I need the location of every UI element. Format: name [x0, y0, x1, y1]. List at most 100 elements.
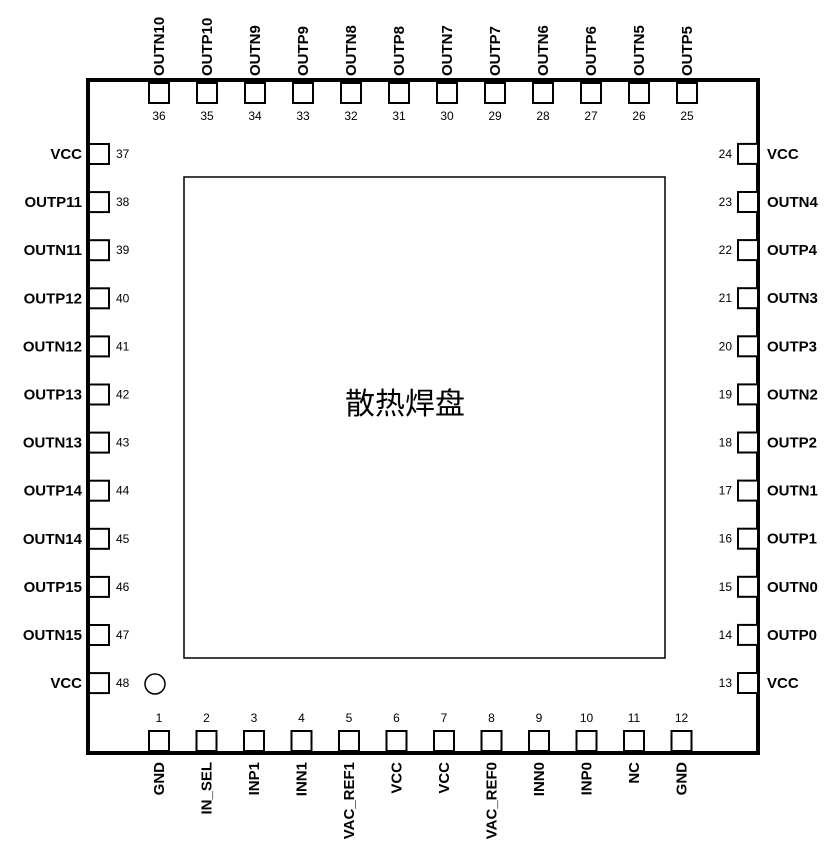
pin-number-36: 36	[152, 109, 166, 123]
pin-pad-43	[88, 431, 110, 454]
pin-number-4: 4	[298, 711, 305, 725]
pin-number-44: 44	[116, 484, 130, 498]
pin-label-41: OUTN12	[23, 338, 82, 355]
pin-number-20: 20	[719, 339, 733, 353]
pin-number-29: 29	[488, 109, 502, 123]
pins-left: 37VCC38OUTP1139OUTN1140OUTP1241OUTN1242O…	[23, 143, 130, 695]
pin-pad-37	[88, 143, 110, 165]
pin-number-35: 35	[200, 109, 214, 123]
pin-pad-10	[575, 730, 598, 752]
pin-pad-12	[670, 730, 693, 752]
pin-label-33: OUTP9	[295, 26, 312, 76]
pin-number-12: 12	[675, 711, 689, 725]
pin-number-7: 7	[441, 711, 448, 725]
pin-label-21: OUTN3	[767, 290, 818, 307]
pin-pad-46	[88, 575, 110, 598]
pin-pad-15	[737, 575, 759, 598]
pin-label-40: OUTP12	[24, 290, 82, 307]
pin-pad-47	[88, 624, 110, 646]
pin-pad-25	[676, 82, 698, 104]
pin-pad-42	[88, 383, 110, 406]
pin-number-42: 42	[116, 388, 130, 402]
pin-number-30: 30	[440, 109, 454, 123]
pin-number-46: 46	[116, 580, 130, 594]
pin-label-42: OUTP13	[24, 387, 82, 404]
pin-label-4: INN1	[294, 762, 311, 796]
pin-label-11: NC	[626, 762, 643, 784]
pin-pad-41	[88, 335, 110, 358]
pin-number-3: 3	[251, 711, 258, 725]
pin-label-3: INP1	[246, 762, 263, 795]
pin-number-17: 17	[719, 484, 733, 498]
pin-number-38: 38	[116, 195, 130, 209]
pin-number-19: 19	[719, 387, 733, 401]
pin-pad-14	[737, 623, 759, 646]
pin-pad-8	[480, 730, 503, 752]
pin-pad-5	[338, 730, 360, 752]
pin-label-25: OUTP5	[679, 26, 696, 76]
pin-pad-32	[340, 82, 362, 104]
pin-label-44: OUTP14	[24, 483, 83, 500]
pin-label-34: OUTN9	[247, 25, 264, 76]
pin-pad-30	[436, 82, 458, 104]
pin-label-39: OUTN11	[24, 242, 82, 259]
pin-number-34: 34	[248, 109, 262, 123]
pin-label-26: OUTN5	[631, 25, 648, 76]
pin-pad-13	[737, 672, 759, 694]
pin-label-30: OUTN7	[439, 25, 456, 76]
pin-label-13: VCC	[767, 675, 799, 692]
pin-number-10: 10	[580, 711, 594, 725]
exposed-pad	[183, 176, 666, 659]
pin-number-37: 37	[116, 147, 130, 161]
pin-pad-2	[195, 730, 218, 752]
pin-number-40: 40	[116, 291, 130, 305]
pin-label-15: OUTN0	[767, 579, 818, 596]
pin-label-19: OUTN2	[767, 386, 818, 403]
pin-pad-21	[737, 287, 759, 310]
pin-number-5: 5	[346, 711, 353, 725]
pin-number-39: 39	[116, 243, 130, 257]
pin-number-33: 33	[296, 109, 310, 123]
pin-number-9: 9	[536, 711, 543, 725]
pin-number-43: 43	[116, 436, 130, 450]
pin-pad-3	[243, 730, 265, 752]
exposed-pad-label: 散热焊盘	[345, 387, 465, 422]
pin-pad-17	[737, 479, 759, 502]
pin-number-47: 47	[116, 628, 130, 642]
pin-number-41: 41	[116, 339, 130, 353]
pin-number-32: 32	[344, 109, 358, 123]
pin-number-8: 8	[488, 711, 495, 725]
pin-pad-9	[528, 730, 550, 752]
pin-label-48: VCC	[50, 675, 82, 692]
pin-pad-29	[484, 82, 506, 104]
pin-pad-16	[737, 527, 759, 550]
pins-top: 25OUTP526OUTN527OUTP628OUTN629OUTP730OUT…	[148, 17, 698, 123]
pin-label-32: OUTN8	[343, 25, 360, 76]
pin-pad-27	[580, 82, 602, 104]
pin-pad-31	[388, 82, 410, 104]
pin-number-14: 14	[719, 628, 733, 642]
pin-pad-44	[88, 479, 110, 502]
pin-label-38: OUTP11	[24, 194, 82, 211]
pins-bottom: 1GND2IN_SEL3INP14INN15VAC_REF16VCC7VCC8V…	[148, 711, 693, 839]
pin-label-29: OUTP7	[487, 26, 504, 76]
pin1-marker	[144, 673, 166, 695]
pin-pad-22	[737, 239, 759, 262]
pin-label-37: VCC	[50, 146, 82, 163]
pin-number-23: 23	[719, 195, 733, 209]
pin-label-9: INN0	[531, 762, 548, 796]
pin-number-26: 26	[632, 109, 646, 123]
pin-pad-23	[737, 191, 759, 213]
pin-label-8: VAC_REF0	[484, 762, 501, 839]
pin-label-43: OUTN13	[23, 435, 82, 452]
pin-label-10: INP0	[579, 762, 596, 795]
pin-label-35: OUTP10	[199, 18, 216, 76]
pin-pad-6	[385, 730, 408, 752]
pin-number-16: 16	[719, 532, 733, 546]
pin-label-18: OUTP2	[767, 435, 817, 452]
pin-number-6: 6	[393, 711, 400, 725]
pin-pad-33	[292, 82, 314, 104]
pin-pad-39	[88, 239, 110, 262]
